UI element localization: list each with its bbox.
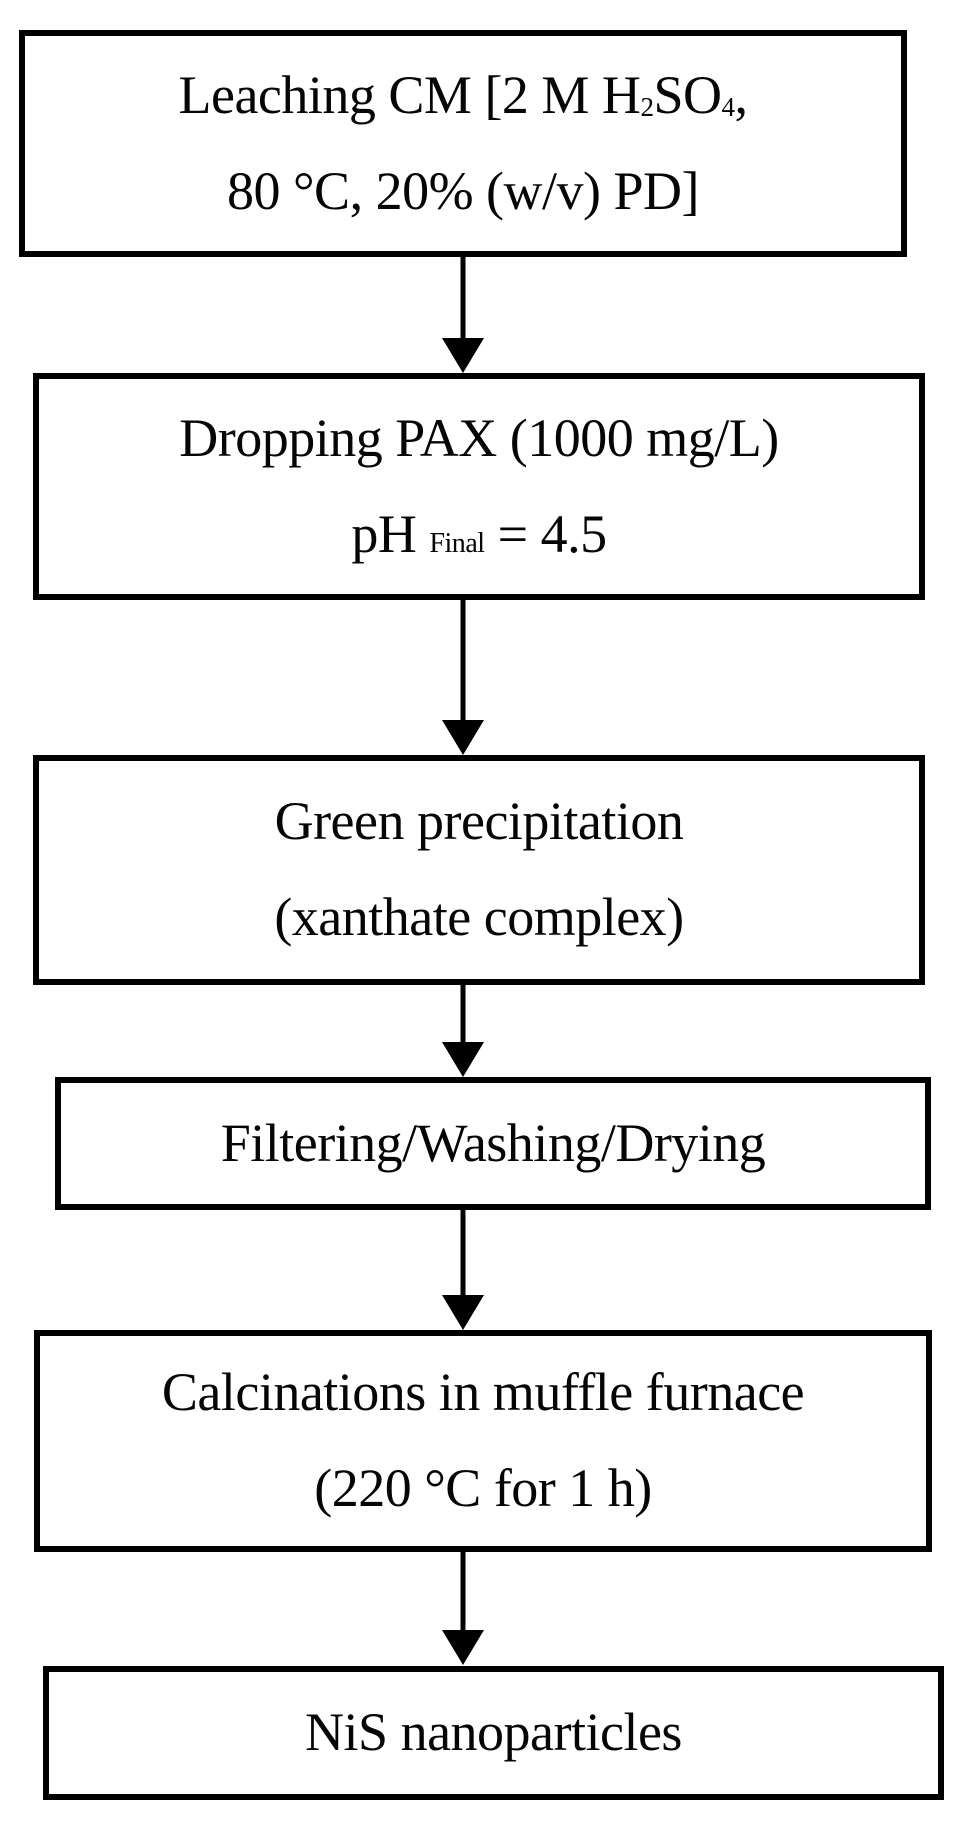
box-text-line: (220 °C for 1 h) bbox=[314, 1458, 652, 1518]
flow-box-green-precipitation: Green precipitation (xanthate complex) bbox=[33, 755, 925, 985]
flow-box-calcination: Calcinations in muffle furnace (220 °C fo… bbox=[34, 1330, 932, 1552]
box-text-line: Filtering/Washing/Drying bbox=[220, 1112, 766, 1173]
arrow-stem bbox=[460, 600, 466, 722]
flow-arrow-down-2 bbox=[441, 600, 485, 755]
box-text-line: NiS nanoparticles bbox=[305, 1702, 682, 1763]
box-text-line: (xanthate complex) bbox=[274, 887, 684, 947]
box-text-line: Green precipitation bbox=[274, 791, 684, 852]
flow-arrow-down-5 bbox=[441, 1552, 485, 1665]
arrow-head-icon bbox=[442, 1295, 484, 1330]
flow-box-dropping-pax: Dropping PAX (1000 mg/L) pH Final = 4.5 bbox=[33, 373, 925, 600]
arrow-head-icon bbox=[442, 720, 484, 755]
arrow-stem bbox=[460, 1552, 466, 1632]
arrow-stem bbox=[460, 985, 466, 1044]
flow-arrow-down-3 bbox=[441, 985, 485, 1077]
box-text-line: Leaching CM [2 M H2SO4, bbox=[178, 64, 748, 125]
box-text-line: Calcinations in muffle furnace bbox=[161, 1362, 805, 1423]
flow-arrow-down-1 bbox=[441, 257, 485, 373]
arrow-head-icon bbox=[442, 1042, 484, 1077]
arrow-stem bbox=[460, 257, 466, 340]
box-text-line: pH Final = 4.5 bbox=[351, 503, 607, 564]
box-text-line: Dropping PAX (1000 mg/L) bbox=[179, 407, 779, 468]
flow-box-nis-nanoparticles: NiS nanoparticles bbox=[43, 1666, 944, 1800]
arrow-head-icon bbox=[442, 338, 484, 373]
flow-box-leaching: Leaching CM [2 M H2SO4, 80 °C, 20% (w/v) … bbox=[19, 30, 907, 257]
flow-box-filtering-washing-drying: Filtering/Washing/Drying bbox=[55, 1077, 931, 1210]
arrow-head-icon bbox=[442, 1630, 484, 1665]
flow-arrow-down-4 bbox=[441, 1210, 485, 1330]
arrow-stem bbox=[460, 1210, 466, 1297]
box-text-line: 80 °C, 20% (w/v) PD] bbox=[226, 160, 700, 221]
